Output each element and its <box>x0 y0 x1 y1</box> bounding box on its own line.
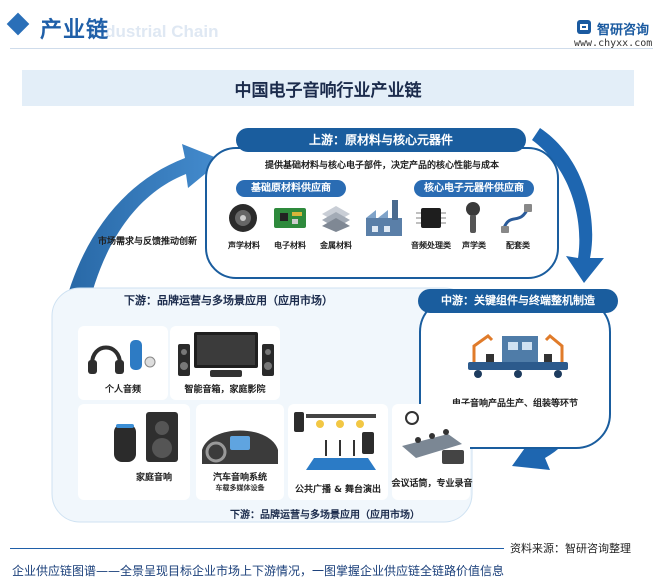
upstream-to-midstream-arrow <box>532 128 604 283</box>
downstream-item-label: 公共广播 & 舞台演出 <box>294 485 382 495</box>
basic-supplier-group: 基础原材料供应商 <box>236 180 346 197</box>
metal-sheets-icon <box>322 206 350 232</box>
downstream-title: 下游：品牌运营与多场景应用（应用市场） <box>124 294 333 307</box>
header-divider <box>10 48 653 49</box>
source-divider <box>10 548 504 549</box>
factory-icon <box>366 200 402 236</box>
source-note: 资料来源：智研咨询整理 <box>510 542 631 555</box>
core-supplier-group: 核心电子元器件供应商 <box>414 180 534 197</box>
upstream-title: 上游：原材料与核心元器件 <box>236 128 526 152</box>
home-speaker-icon <box>114 412 178 462</box>
header-diamond-icon <box>6 12 30 36</box>
page-title: 产业链 <box>40 18 110 43</box>
downstream-item-label: 智能音箱，家庭影院 <box>184 385 266 395</box>
upstream-item-label: 金属材料 <box>320 241 352 250</box>
cable-connector-icon <box>501 204 532 233</box>
downstream-item-label: 汽车音响系统 <box>212 473 267 483</box>
upstream-subtitle: 提供基础材料与核心电子部件，决定产品的核心性能与成本 <box>264 161 499 171</box>
conference-table-icon <box>402 411 464 464</box>
title-band <box>22 70 634 106</box>
zhiyan-logo-icon <box>577 20 591 34</box>
header-watermark: Industrial Chain <box>90 22 219 41</box>
brand-url: www.chyxx.com <box>574 38 653 49</box>
midstream-caption: 电子音响产品生产、组装等环节 <box>451 399 578 409</box>
speaker-cone-icon <box>229 204 257 232</box>
upstream-item-label: 配套类 <box>506 241 530 250</box>
upstream-item-label: 声学类 <box>462 241 486 250</box>
diagram-title: 中国电子音响行业产业链 <box>234 81 422 101</box>
stage-lights-icon <box>294 412 376 470</box>
feedback-label: 市场需求与反馈推动创新 <box>98 237 198 247</box>
upstream-item-label: 音频处理类 <box>411 241 451 250</box>
footer-tagline: 企业供应链图谱——全景呈现目标企业市场上下游情况，一图掌握企业供应链全链路价值信… <box>12 564 505 578</box>
brand-name: 智研咨询 <box>597 23 650 38</box>
downstream-item-label: 个人音频 <box>104 385 141 395</box>
microphone-icon <box>466 202 480 233</box>
downstream-item-sublabel: 车载多媒体设备 <box>215 484 265 492</box>
midstream-title: 中游：关键组件与终端整机制造 <box>418 289 618 313</box>
upstream-item-label: 电子材料 <box>274 241 306 250</box>
downstream-item-label: 家庭音响 <box>135 473 172 483</box>
upstream-item-label: 声学材料 <box>228 241 260 250</box>
chip-icon <box>416 208 446 228</box>
headphones-icon <box>88 340 156 374</box>
circuit-board-icon <box>274 208 306 228</box>
car-dashboard-icon <box>202 430 278 464</box>
assembly-line-icon <box>468 333 568 378</box>
home-theater-icon <box>178 332 274 377</box>
downstream-bottom-title: 下游：品牌运营与多场景应用（应用市场） <box>230 510 420 521</box>
downstream-item-label: 会议话筒，专业录音 <box>391 479 473 489</box>
